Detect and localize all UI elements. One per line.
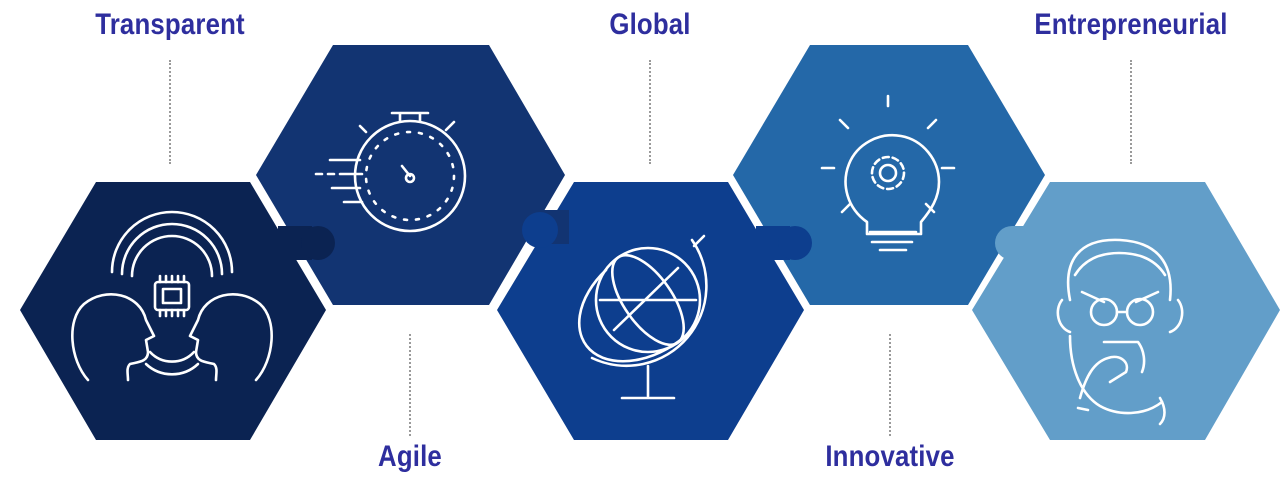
puzzle-tab-4: [995, 226, 1046, 260]
stopwatch-icon: [314, 111, 467, 233]
connector-agile: [409, 334, 411, 436]
heads-chip-icon: [71, 210, 273, 382]
hexagon-tile-global: [497, 182, 804, 440]
puzzle-tab-2: [522, 210, 569, 248]
connector-entrepreneurial: [1130, 60, 1132, 164]
thinking-man-icon: [1056, 238, 1184, 426]
connector-innovative: [889, 334, 891, 436]
connector-global: [649, 60, 651, 164]
label-agile: Agile: [378, 440, 442, 473]
puzzle-tab-3: [756, 226, 812, 260]
hexagon-tile-innovative: [733, 45, 1045, 305]
label-innovative: Innovative: [825, 440, 955, 473]
label-global: Global: [609, 8, 691, 41]
label-entrepreneurial: Entrepreneurial: [1034, 8, 1228, 41]
puzzle-tab-1: [278, 226, 335, 260]
label-transparent: Transparent: [95, 8, 245, 41]
globe-icon: [577, 234, 708, 400]
lightbulb-gear-icon: [820, 94, 956, 252]
connector-transparent: [169, 60, 171, 164]
